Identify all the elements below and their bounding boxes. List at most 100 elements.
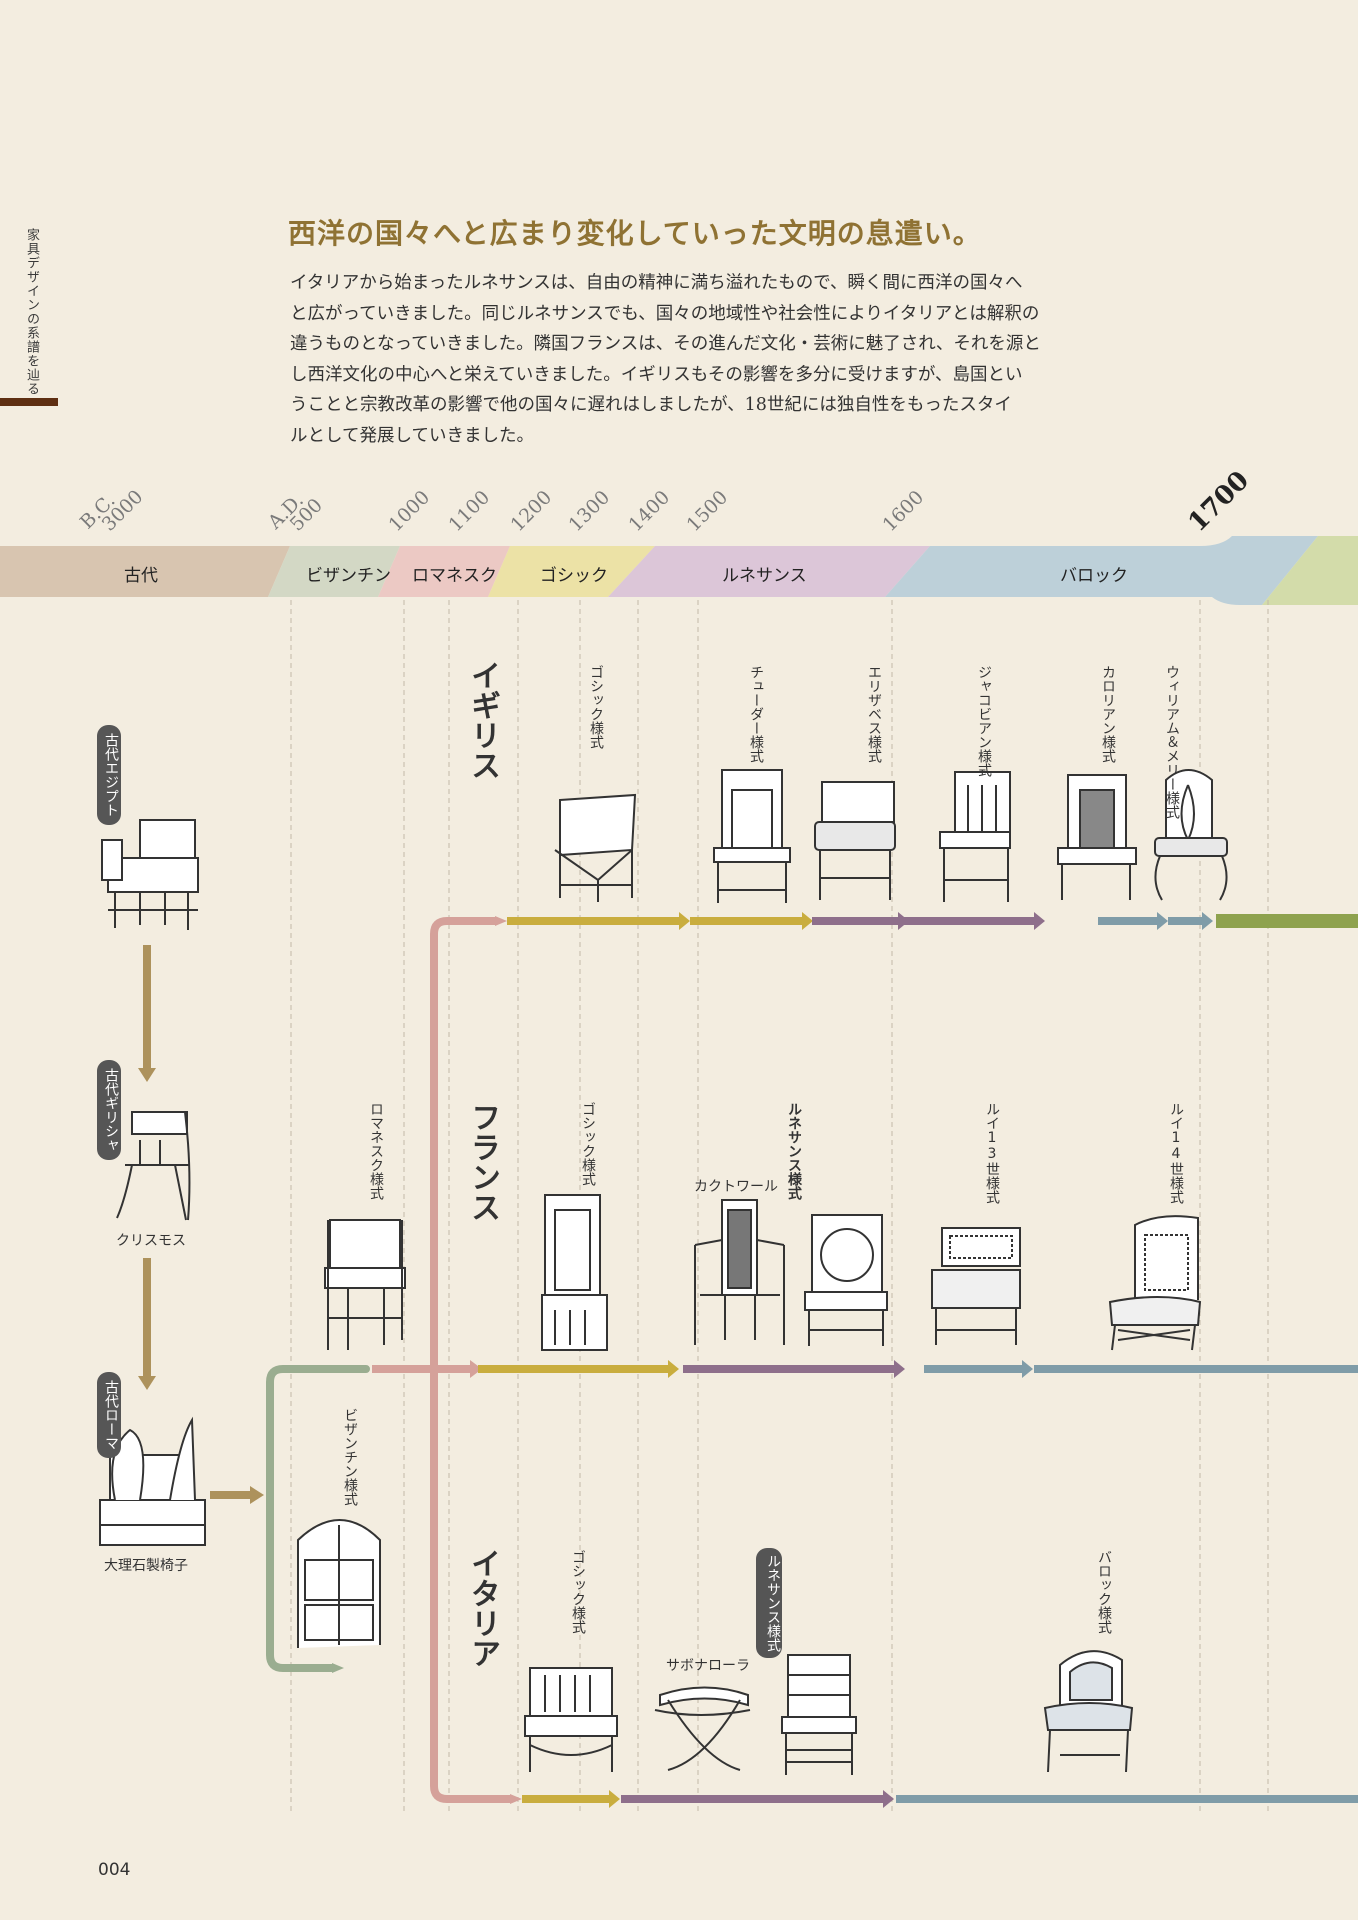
chair-part (820, 1228, 874, 1282)
romanesque-trunk (430, 917, 510, 1803)
chair-part (529, 1736, 613, 1772)
france-gothic-chair-illustration (541, 1194, 608, 1351)
england-style-elizabethan: エリザベス様式 (866, 665, 882, 763)
arrow (495, 916, 507, 926)
savonarola-chair-illustration (654, 1686, 751, 1771)
side-section-bar (0, 398, 58, 406)
chair-part (1047, 1729, 1129, 1773)
arrow (1034, 1365, 1358, 1373)
chair-part (524, 1715, 618, 1737)
chair-part (1154, 855, 1163, 901)
arrow (138, 1068, 156, 1082)
arrow (372, 1365, 472, 1373)
chair-part (727, 1209, 752, 1289)
arrow (1022, 1360, 1033, 1378)
chair-part (1111, 1324, 1196, 1351)
arrow (679, 912, 690, 930)
chair-part (781, 1716, 857, 1734)
era-band-gothic (488, 546, 655, 597)
france-caquetoire-label: カクトワール (694, 1179, 778, 1195)
france-arrows (478, 1360, 1358, 1378)
jacobean-chair-illustration (939, 771, 1011, 902)
france-style-louis13: ルイ13世様式 (984, 1102, 1000, 1204)
intro-line: うことと宗教改革の影響で他の国々に遅れはしましたが、18世紀には独自性をもったス… (290, 395, 1012, 415)
england-arrows (507, 912, 1358, 930)
arrow (470, 1360, 482, 1378)
chair-part (554, 1209, 591, 1291)
era-band-next (1262, 536, 1358, 605)
chair-part (559, 793, 637, 857)
era-band-ancient (0, 546, 290, 597)
chair-part (1134, 1215, 1199, 1300)
chair-part (131, 1111, 188, 1135)
country-france: フランス (465, 1102, 500, 1222)
chair-part (1057, 847, 1137, 865)
era-band-byzantine (268, 546, 400, 597)
arrow (896, 1795, 1358, 1803)
chair-part (659, 1686, 749, 1707)
intro-line: ルとして発展していきました。 (290, 425, 534, 446)
arrow (1034, 912, 1045, 930)
chair-part (811, 1214, 883, 1296)
arrow (894, 1360, 905, 1378)
byzantine-path (266, 1365, 370, 1672)
england-style-tudor: チューダー様式 (748, 665, 764, 763)
chair-part (329, 1219, 401, 1269)
arrow (143, 945, 151, 1070)
chair-part (939, 831, 1011, 849)
england-style-carolean: カロリアン様式 (1100, 665, 1116, 763)
italy-savonarola-label: サボナローラ (666, 1658, 750, 1674)
chair-part (101, 839, 123, 881)
arrow (1098, 917, 1157, 925)
louis14-chair-illustration (1108, 1215, 1202, 1351)
chair-part (99, 1499, 206, 1546)
arrow (143, 1258, 151, 1378)
chair-part (694, 1245, 785, 1345)
chair-part (814, 821, 896, 851)
chair-part (541, 1294, 608, 1351)
chair-part (1108, 1296, 1202, 1326)
chair-part (1069, 1661, 1113, 1701)
chair-part (184, 1111, 191, 1221)
style-label-byzantine: ビザンチン様式 (342, 1408, 358, 1506)
era-band-romanesque (378, 546, 510, 597)
france-style-louis14: ルイ14世様式 (1168, 1102, 1184, 1204)
chair-part (787, 1654, 851, 1718)
chair-part (1154, 837, 1228, 857)
france-renaissance-chair-illustration (804, 1214, 888, 1346)
england-style-william-mary: ウィリアム＆メリー様式 (1164, 665, 1180, 819)
chair-part (694, 1239, 785, 1246)
france-style-gothic: ゴシック様式 (580, 1102, 596, 1186)
chair-part (169, 1416, 196, 1501)
era-label-ancient: 古代 (124, 566, 158, 586)
arrow (138, 1376, 156, 1390)
tudor-chair-illustration (713, 769, 791, 903)
arrow (507, 917, 679, 925)
chair-part (324, 1267, 406, 1289)
england-gothic-chair-illustration (554, 793, 637, 902)
style-label-romanesque: ロマネスク様式 (368, 1102, 384, 1200)
arrow (802, 912, 813, 930)
intro-line: と広がっていきました。同じルネサンスでも、国々の地域性や社会性によりイタリアとは… (290, 303, 1040, 324)
romanesque-chair-illustration (324, 1219, 406, 1350)
chair-part (1043, 1702, 1134, 1731)
byzantine-chair-illustration (297, 1519, 381, 1648)
headline: 西洋の国々へと広まり変化していった文明の息遣い。 (288, 217, 982, 250)
rome-chair-illustration (99, 1416, 206, 1546)
era-band-renaissance (608, 546, 930, 597)
chair-part (544, 1194, 601, 1306)
carolean-chair-illustration (1057, 774, 1137, 900)
arrow (1168, 917, 1202, 925)
era-label-baroque: バロック (1060, 566, 1128, 586)
chair-part (949, 1235, 1013, 1259)
intro-line: イタリアから始まったルネサンスは、自由の精神に満ち溢れたもので、瞬く間に西洋の国… (290, 273, 1023, 293)
greece-chair-label: クリスモス (116, 1233, 186, 1249)
chair-part (1079, 789, 1115, 849)
arrow (690, 917, 802, 925)
intro-line: し西洋文化の中心へと栄えていきました。イギリスもその影響を多分に受けますが、島国… (290, 364, 1023, 385)
italy-arrows (522, 1790, 1358, 1808)
egypt-chair-illustration (101, 819, 199, 930)
louis13-chair-illustration (931, 1227, 1021, 1345)
chair-part (804, 1291, 888, 1311)
